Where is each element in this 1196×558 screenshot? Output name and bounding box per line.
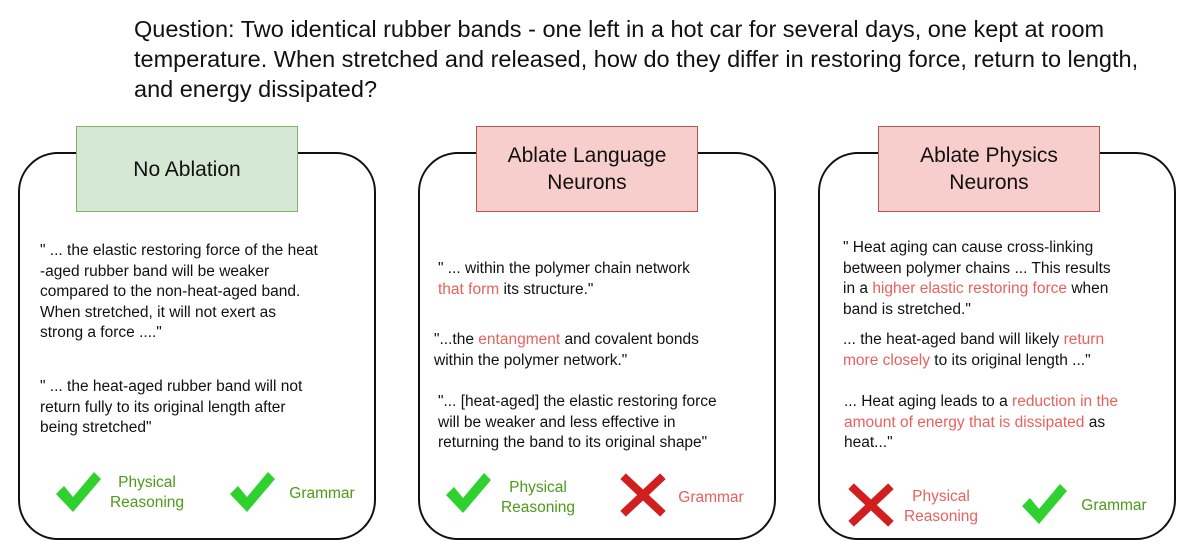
result-mark	[620, 473, 668, 521]
result-mark	[54, 468, 102, 516]
quote-text: as heat..."	[844, 413, 1106, 452]
quote-text: " ... within the polymer chain network	[438, 260, 690, 277]
quote: ... Heat aging leads to a reduction in t…	[844, 392, 1118, 454]
quote-text: when band is stretched."	[843, 280, 1109, 318]
result-label: Physical Reasoning	[109, 474, 185, 511]
quote-text: "...the	[434, 331, 479, 348]
highlighted-text: return more closely	[843, 331, 1105, 369]
result-label: Grammar	[289, 485, 355, 502]
panel-title-ablate-physics: Ablate Physics Neurons	[878, 126, 1100, 212]
quote-text: ... the heat-aged band will likely	[843, 331, 1064, 348]
panel-title-text: Ablate Physics Neurons	[920, 144, 1058, 194]
quote: "...the entangment and covalent bonds wi…	[434, 330, 699, 371]
cross-icon	[848, 483, 894, 527]
quote-text: " ... the heat-aged rubber band will not…	[40, 378, 303, 436]
quote: ... the heat-aged band will likely retur…	[843, 330, 1104, 371]
quote-text: "... [heat-aged] the elastic restoring f…	[438, 393, 717, 451]
panel-ablate-physics	[818, 152, 1176, 540]
result-label: Grammar	[678, 489, 744, 506]
check-icon	[230, 472, 275, 512]
quote-text: " Heat aging can cause cross-linking bet…	[843, 239, 1111, 297]
quote: " ... the elastic restoring force of the…	[40, 241, 318, 344]
panel-no-ablation	[18, 152, 376, 540]
panel-ablate-language	[418, 152, 776, 540]
result-label: Grammar	[1081, 497, 1147, 514]
result-mark	[1020, 480, 1068, 528]
quote: "... [heat-aged] the elastic restoring f…	[438, 392, 717, 454]
result-mark	[444, 469, 492, 517]
quote-text: " ... the elastic restoring force of the…	[40, 242, 318, 341]
highlighted-text: reduction in the amount of energy that i…	[844, 393, 1119, 431]
panel-title-ablate-language: Ablate Language Neurons	[476, 126, 698, 212]
highlighted-text: entangment	[478, 331, 561, 348]
quote: " ... within the polymer chain network t…	[438, 259, 690, 300]
quote-text: ... Heat aging leads to a	[844, 393, 1013, 410]
result-label: Physical Reasoning	[903, 488, 979, 525]
highlighted-text: higher elastic restoring force	[872, 280, 1068, 297]
panel-title-text: No Ablation	[133, 157, 241, 181]
result-label: Physical Reasoning	[500, 479, 576, 516]
check-icon	[1022, 484, 1067, 524]
quote: " Heat aging can cause cross-linking bet…	[843, 238, 1111, 320]
panel-title-text: Ablate Language Neurons	[507, 144, 667, 194]
quote-text: its structure."	[499, 280, 594, 298]
quote-text: and covalent bonds within the polymer ne…	[434, 331, 699, 369]
quote-text: to its original length ..."	[930, 351, 1091, 369]
panel-title-no-ablation: No Ablation	[76, 126, 298, 212]
check-icon	[446, 473, 491, 513]
quote: " ... the heat-aged rubber band will not…	[40, 377, 302, 439]
highlighted-text: that form	[438, 280, 500, 298]
result-mark	[228, 468, 276, 516]
result-mark	[848, 483, 896, 531]
cross-icon	[620, 473, 666, 517]
check-icon	[56, 472, 101, 512]
question-text: Question: Two identical rubber bands - o…	[134, 16, 1139, 102]
